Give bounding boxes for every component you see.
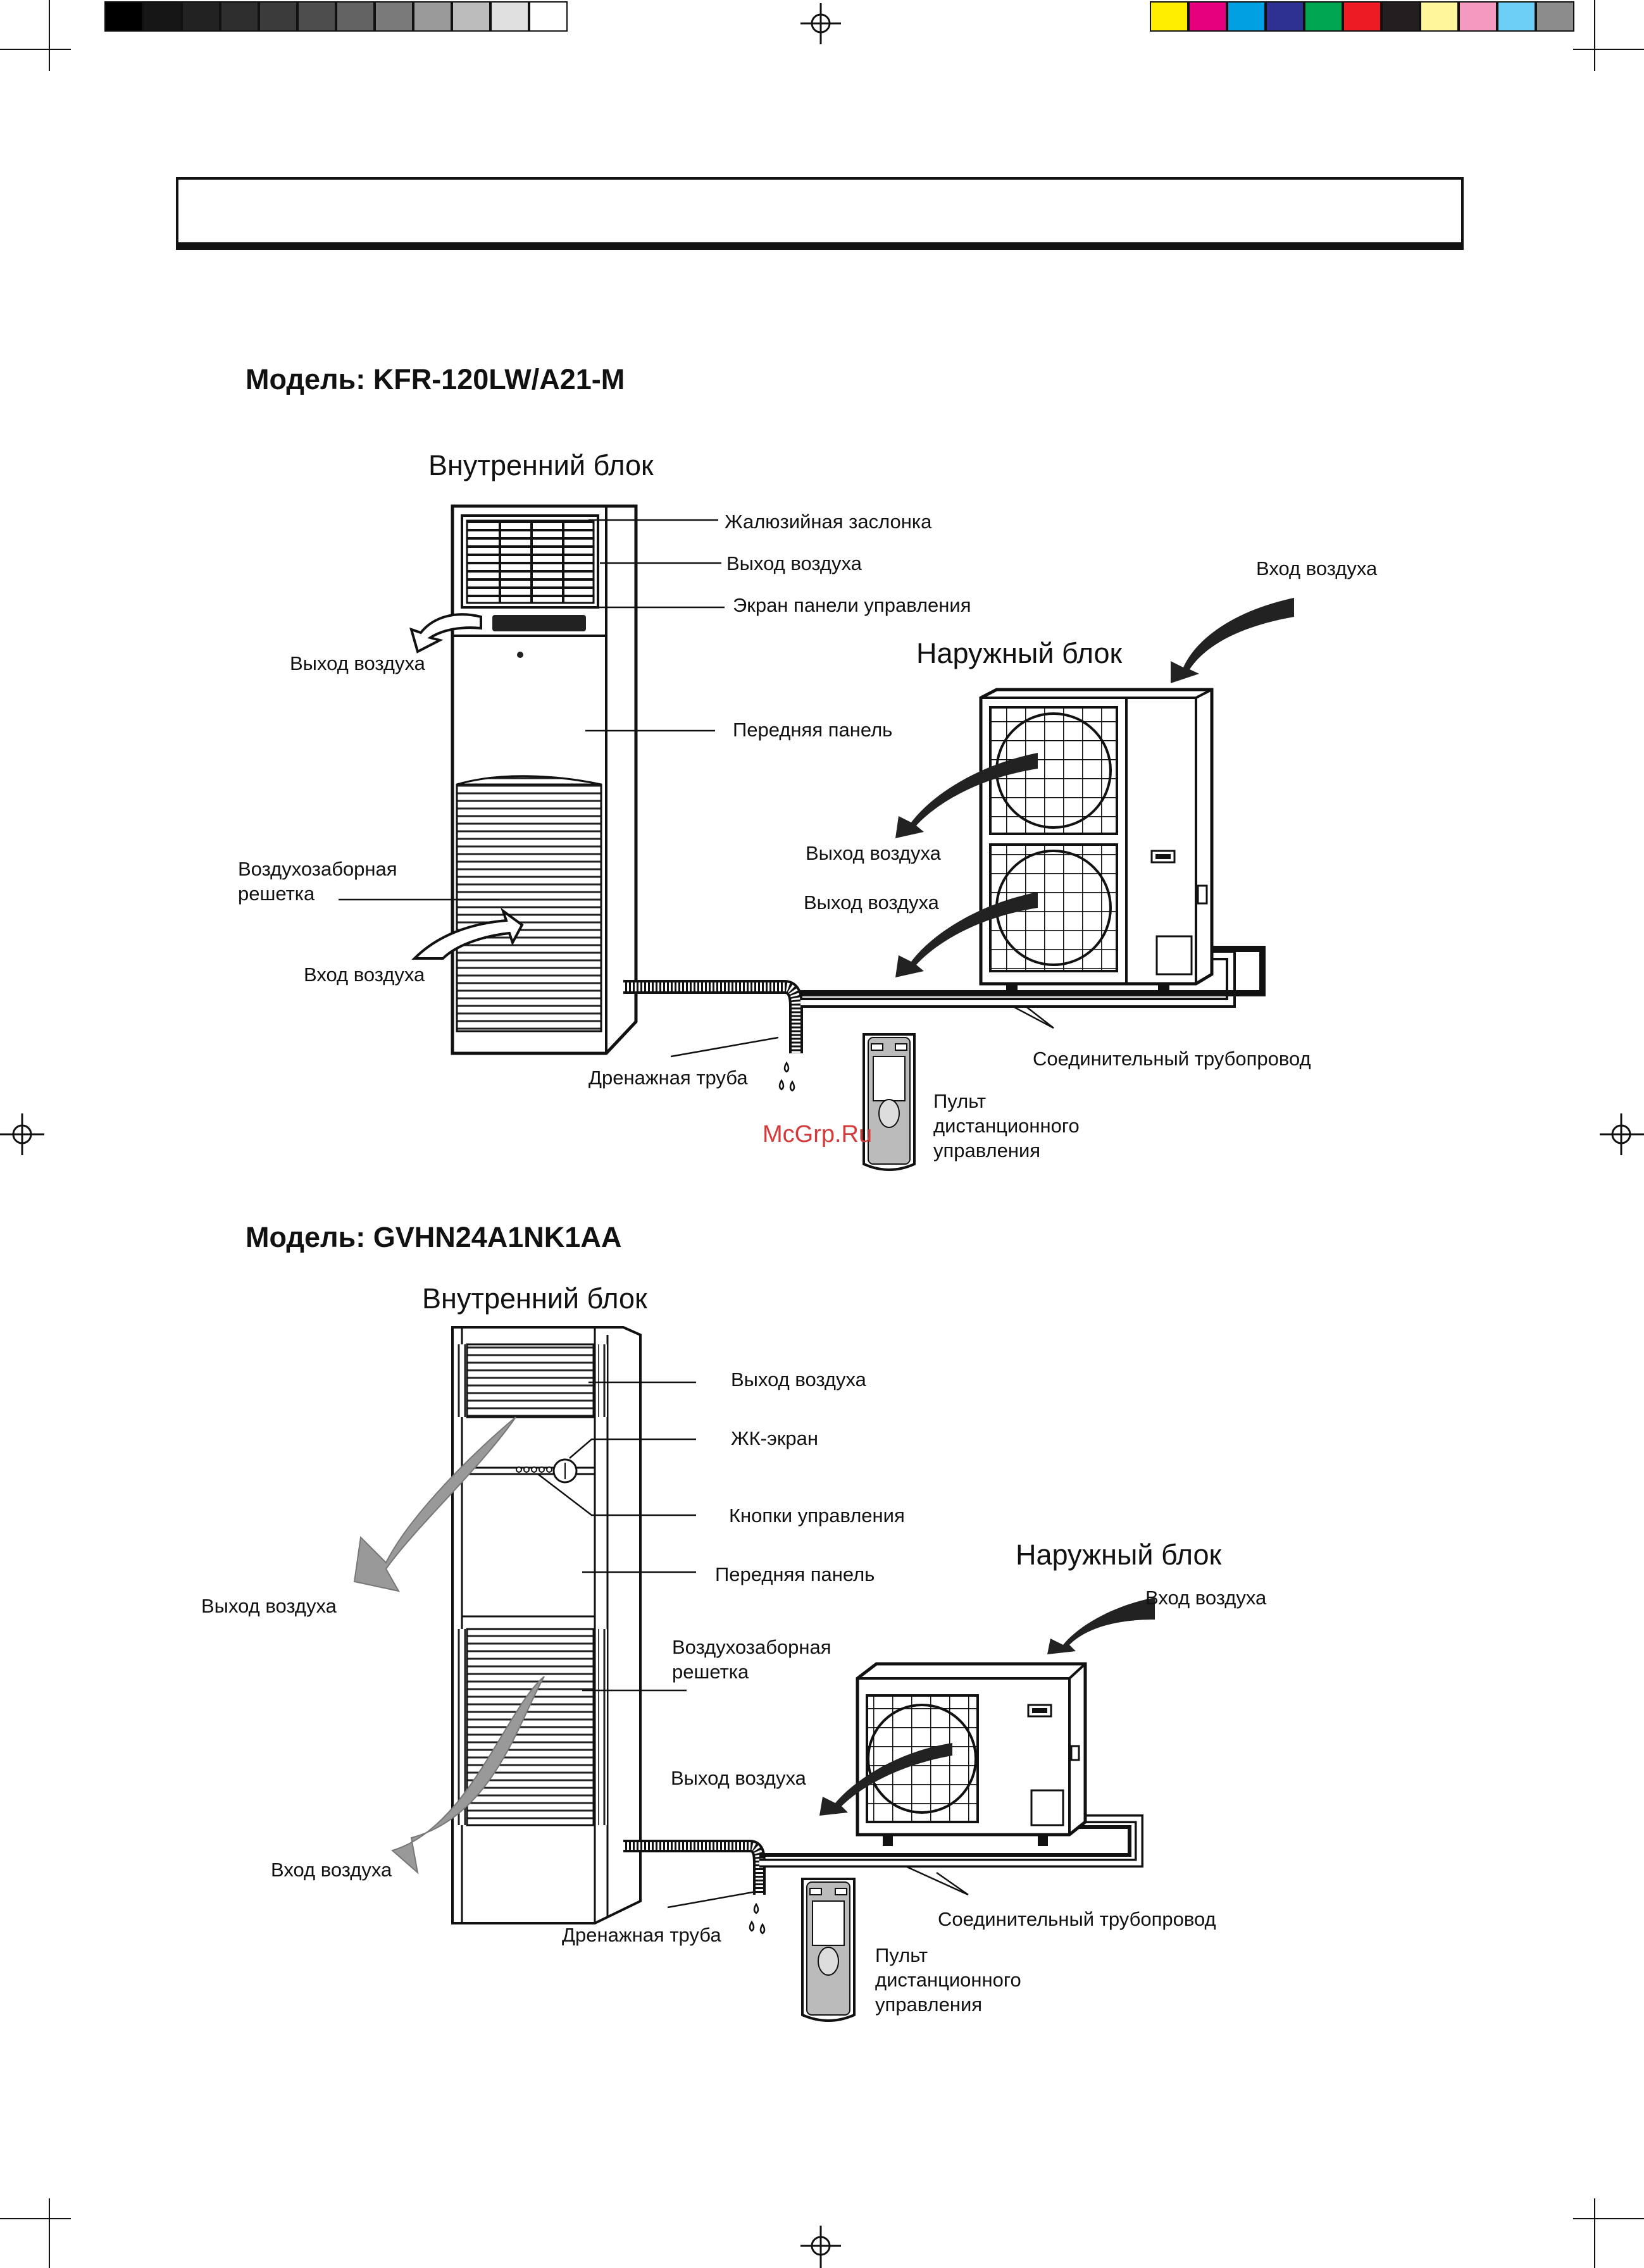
- gray-strip-swatch: [259, 1, 297, 32]
- color-strip-swatch: [1381, 1, 1420, 32]
- outdoor-unit-2: [856, 1662, 1087, 1846]
- label-intake-grille-1: Воздухозаборная решетка: [238, 858, 397, 905]
- gray-strip-swatch: [104, 1, 143, 32]
- outdoor-unit-title-1: Наружный блок: [916, 637, 1123, 669]
- registration-marks: [0, 3, 1644, 2268]
- air-out-arrow-outdoor-2: [819, 1743, 952, 1816]
- color-strip-swatch: [1188, 1, 1227, 32]
- label-drain-pipe-2: Дренажная труба: [562, 1924, 721, 1946]
- air-out-arrow-1: [409, 613, 482, 654]
- air-out-arrow-2: [353, 1416, 516, 1592]
- gray-strip-swatch: [297, 1, 336, 32]
- label-remote-1: Пульт дистанционного управления: [933, 1090, 1080, 1162]
- label-connecting-pipe-1: Соединительный трубопровод: [1033, 1048, 1311, 1070]
- intake-grille-1: [456, 775, 602, 1032]
- color-strip-swatch: [1150, 1, 1188, 32]
- gray-strip-swatch: [375, 1, 413, 32]
- gray-strip-swatch: [220, 1, 259, 32]
- air-out-arrow-outdoor-1b: [895, 892, 1038, 977]
- label-air-inlet-outdoor-1: Вход воздуха: [1256, 557, 1378, 579]
- label-control-screen: Экран панели управления: [733, 594, 971, 616]
- gray-strip-swatch: [143, 1, 182, 32]
- drain-drops-1: [778, 1061, 795, 1092]
- remote-control-2: [801, 1878, 856, 2022]
- label-intake-grille-2: Воздухозаборная решетка: [672, 1636, 831, 1683]
- air-out-arrow-outdoor-1a: [895, 753, 1038, 838]
- label-air-outlet-top-2: Выход воздуха: [731, 1368, 866, 1391]
- label-drain-pipe-1: Дренажная труба: [588, 1067, 748, 1089]
- indoor-unit-2: [451, 1326, 642, 1924]
- color-strip-swatch: [1536, 1, 1574, 32]
- indoor-unit-1: [451, 504, 638, 1055]
- label-air-inlet-left-2: Вход воздуха: [271, 1859, 392, 1881]
- color-strip-swatch: [1304, 1, 1343, 32]
- leader-lines-1: [339, 519, 1054, 1058]
- air-in-arrow-outdoor-2: [1047, 1597, 1155, 1654]
- air-in-arrow-outdoor-1: [1171, 598, 1294, 683]
- label-front-panel-1: Передняя панель: [733, 719, 893, 741]
- label-air-inlet-left-1: Вход воздуха: [304, 964, 425, 986]
- drain-drops-2: [749, 1902, 766, 1935]
- gray-strip-swatch: [182, 1, 220, 32]
- gray-strip-swatch: [452, 1, 490, 32]
- color-strip-swatch: [1227, 1, 1266, 32]
- label-air-outlet-outdoor-1a: Выход воздуха: [806, 842, 941, 864]
- indoor-unit-title-1: Внутренний блок: [428, 449, 654, 481]
- gray-strip-swatch: [336, 1, 375, 32]
- label-lcd-screen: ЖК-экран: [731, 1427, 818, 1449]
- gray-strip-swatch: [529, 1, 568, 32]
- remote-control-1: [862, 1033, 916, 1171]
- gray-strip-swatch: [413, 1, 452, 32]
- control-panel-screen-1: [492, 615, 586, 631]
- gray-strip-swatch: [490, 1, 529, 32]
- label-remote-2: Пульт дистанционного управления: [875, 1944, 1021, 2016]
- label-connecting-pipe-2: Соединительный трубопровод: [938, 1908, 1216, 1930]
- header-box: [176, 177, 1464, 250]
- label-air-outlet-top-1: Выход воздуха: [726, 552, 862, 574]
- label-air-outlet-left-2: Выход воздуха: [201, 1595, 337, 1617]
- air-in-arrow-2: [390, 1676, 545, 1875]
- model-title-2: Модель: GVHN24A1NK1AA: [246, 1221, 622, 1253]
- label-front-panel-2: Передняя панель: [715, 1563, 875, 1585]
- label-air-outlet-outdoor-2: Выход воздуха: [671, 1767, 806, 1789]
- color-strip-swatch: [1420, 1, 1459, 32]
- leader-lines-2: [537, 1381, 969, 1909]
- color-strip-swatch: [1497, 1, 1536, 32]
- model-title-1: Модель: KFR-120LW/A21-M: [246, 363, 625, 395]
- label-air-outlet-outdoor-1b: Выход воздуха: [804, 891, 939, 914]
- indoor-unit-title-2: Внутренний блок: [422, 1282, 647, 1315]
- label-air-inlet-outdoor-2: Вход воздуха: [1145, 1587, 1267, 1609]
- color-strip-swatch: [1343, 1, 1381, 32]
- color-strip-swatch: [1266, 1, 1304, 32]
- outdoor-unit-1: [979, 688, 1214, 996]
- color-strip-swatch: [1459, 1, 1497, 32]
- air-in-arrow-1: [411, 907, 524, 960]
- label-air-outlet-left-1: Выход воздуха: [290, 652, 425, 674]
- label-control-buttons: Кнопки управления: [729, 1504, 905, 1527]
- watermark: McGrp.Ru: [763, 1121, 873, 1148]
- label-louver: Жалюзийная заслонка: [725, 511, 932, 533]
- brand-logo-icon: [517, 652, 523, 658]
- outdoor-unit-title-2: Наружный блок: [1016, 1539, 1222, 1571]
